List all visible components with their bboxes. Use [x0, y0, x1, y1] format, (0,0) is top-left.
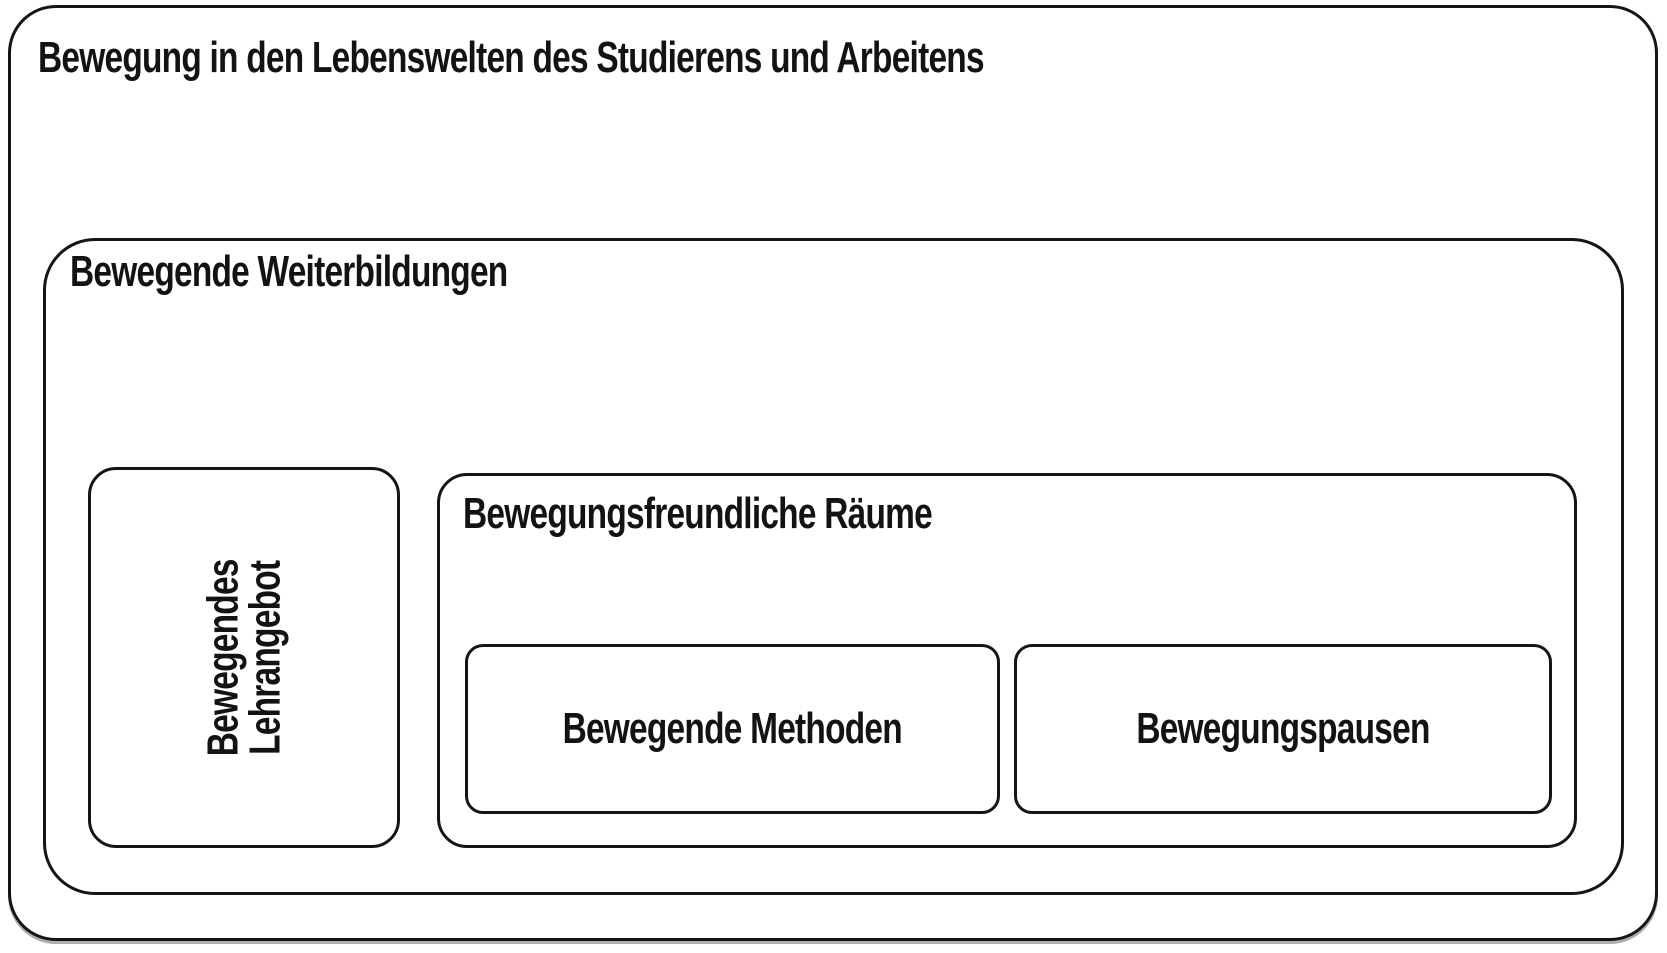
- methoden-box: Bewegende Methoden: [465, 644, 1000, 814]
- pausen-label: Bewegungspausen: [1090, 707, 1476, 751]
- raeume-title-text: Bewegungsfreundliche Räume: [463, 489, 933, 538]
- raeume-box: Bewegungsfreundliche Räume Bewegende Met…: [437, 473, 1577, 848]
- methoden-label-text: Bewegende Methoden: [562, 704, 903, 753]
- pausen-label-text: Bewegungspausen: [1136, 704, 1430, 753]
- raeume-title: Bewegungsfreundliche Räume: [463, 492, 1080, 536]
- methoden-label: Bewegende Methoden: [509, 707, 956, 751]
- lehrangebot-label-line1: Bewegendes: [198, 559, 248, 756]
- outer-box-lebenswelten: Bewegung in den Lebenswelten des Studier…: [8, 5, 1658, 941]
- lehrangebot-label: Bewegendes Lehrangebot: [198, 559, 289, 756]
- weiterbildungen-title-text: Bewegende Weiterbildungen: [70, 247, 508, 296]
- lehrangebot-box: Bewegendes Lehrangebot: [88, 467, 400, 848]
- outer-box-title-text: Bewegung in den Lebenswelten des Studier…: [38, 33, 985, 82]
- outer-box-title: Bewegung in den Lebenswelten des Studier…: [38, 36, 1282, 80]
- weiterbildungen-title: Bewegende Weiterbildungen: [70, 250, 646, 294]
- lehrangebot-label-line2: Lehrangebot: [239, 560, 289, 755]
- pausen-box: Bewegungspausen: [1014, 644, 1552, 814]
- weiterbildungen-box: Bewegende Weiterbildungen Bewegendes Leh…: [43, 238, 1624, 895]
